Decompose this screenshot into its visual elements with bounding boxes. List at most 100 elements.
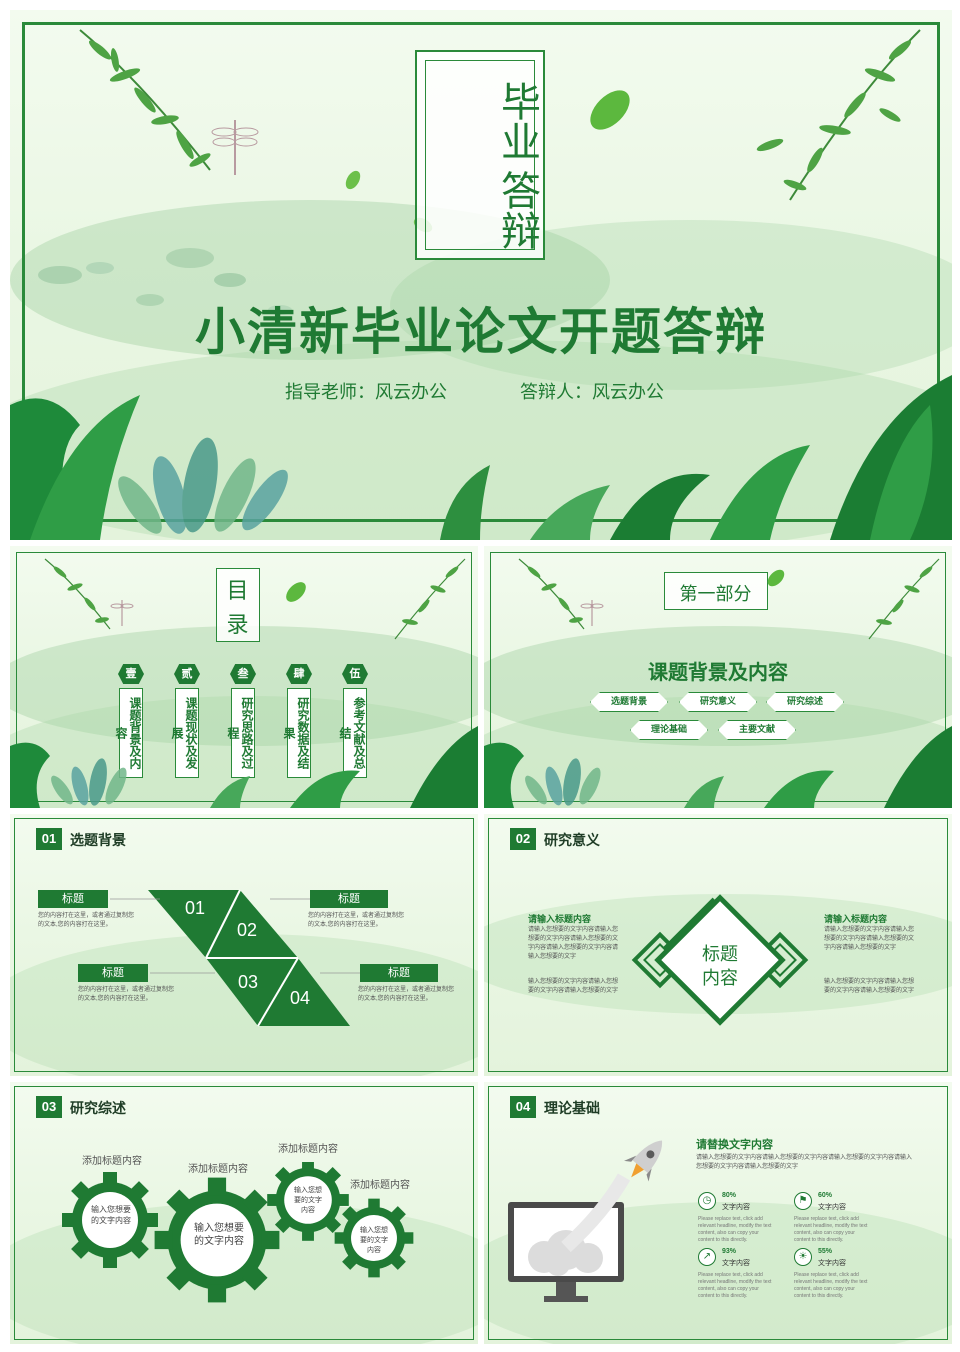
content-desc: 请输入您想要的文字内容请输入您想要的文字内容请输入您想要的文字内容请输入您想要的… [696,1155,913,1170]
text-3: 您的内容打在这里，或者通过复制您的文本,您的内容打在这里。 [78,987,175,1002]
shape-num-2: 02 [237,920,258,940]
pill-topic-background[interactable]: 选题背景 [590,692,668,712]
gear-text-4: 输入您想要的文字内容 [360,1227,388,1254]
part-label: 第一部分 [679,584,752,605]
part-title: 课题背景及内容 [648,662,788,684]
section-num: 03 [36,1096,62,1118]
stat-pct-3: 93% [722,1248,737,1255]
section-heading: 选题背景 [70,832,126,848]
tag-3: 标题 [78,964,148,982]
outer-frame [14,818,474,1072]
parallelogram-diagram [148,889,350,1027]
falling-leaf [345,170,361,190]
stat-label-4: 文字内容 [818,1260,846,1267]
toc-num-2: 贰 [174,664,200,684]
toc-num-4: 肆 [286,664,312,684]
toc-title-line1: 目 [226,579,249,604]
stat-pct-1: 80% [722,1192,737,1199]
gear-label-3: 添加标题内容 [278,1144,338,1155]
center-line1: 标题 [702,944,738,964]
willow-leaves-right [394,558,466,640]
topic-background-slide: 01 选题背景 01 02 03 04 标题 您的内容打在这里，或者通过复制您的… [10,814,478,1076]
text-1: 您的内容打在这里，或者通过复制您的文本,您的内容打在这里。 [38,913,135,928]
outer-frame [490,552,946,802]
dragonfly-icon [580,600,604,626]
gear-text-1: 输入您想要的文字内容 [91,1205,131,1225]
stat-note-4: Please replace text, click add relevant … [794,1272,868,1299]
stat-pct-4: 55% [818,1248,833,1255]
gear-label-4: 添加标题内容 [350,1180,410,1191]
toc-item-2[interactable]: 课题现状及发展 [170,688,199,778]
shape-num-3: 03 [238,972,259,992]
toc-item-3[interactable]: 研究思路及过程 [226,688,255,778]
dragonfly-icon [110,600,134,626]
stat-label-2: 文字内容 [818,1204,846,1211]
toc-num-5: 伍 [342,664,368,684]
main-title: 小清新毕业论文开题答辩 [195,304,767,360]
stat-note-3: Please replace text, click add relevant … [698,1272,772,1299]
outer-frame [16,552,472,802]
title-badge: 毕业 答辩 [415,50,545,260]
toc-num-3: 叁 [230,664,256,684]
toc-num-1: 壹 [118,664,144,684]
stat-icon-chart: ↗ [698,1248,716,1266]
willow-leaves-right [868,558,940,640]
defender-text: 答辩人：风云办公 [520,382,664,402]
left-title: 请输入标题内容 [528,914,592,924]
foliage-bottom [10,375,952,540]
cover-slide: 毕业 答辩 小清新毕业论文开题答辩 指导老师：风云办公 答辩人：风云办公 [10,10,952,540]
gear-text-2: 输入您想要的文字内容 [194,1223,244,1247]
pill-research-significance[interactable]: 研究意义 [679,692,757,712]
research-review-slide: 03 研究综述 添加标题内容 添加标题内容 添加标题内容 添加标题内容 输入您想… [10,1082,478,1344]
advisor-text: 指导老师：风云办公 [285,382,447,402]
research-significance-slide: 02 研究意义 请输入标题内容 请输入您想要的文字内容请输入您想要的文字内容请输… [484,814,952,1076]
section-num: 01 [36,828,62,850]
willow-leaves-right [756,29,921,201]
center-line2: 内容 [702,968,738,988]
stat-icon-clock: ◷ [698,1192,716,1210]
falling-leaf [286,582,306,602]
stat-pct-2: 60% [818,1192,833,1199]
toc-slide: 目 录 壹 课题背景及内容 贰 课题现状及发展 叁 研究思路及过程 肆 研究数据… [10,546,478,808]
shape-num-4: 04 [290,988,311,1008]
pill-theory-basis[interactable]: 理论基础 [630,720,708,740]
section-num: 02 [510,828,536,850]
right-text-2: 输入您想要的文字内容请输入您想要的文字内容请输入您想要的文字 [824,979,915,994]
text-4: 您的内容打在这里，或者通过复制您的文本,您的内容打在这里。 [358,987,455,1002]
foliage-bottom [10,726,478,808]
stat-note-2: Please replace text, click add relevant … [794,1216,868,1243]
text-2: 您的内容打在这里，或者通过复制您的文本,您的内容打在这里。 [308,913,405,928]
willow-leaves-left [79,29,211,171]
left-text-2: 输入您想要的文字内容请输入您想要的文字内容请输入您想要的文字 [528,979,619,994]
gear-label-2: 添加标题内容 [188,1164,248,1175]
badge-line1: 毕业 [494,81,540,161]
badge-line2: 答辩 [494,170,540,250]
pill-main-references[interactable]: 主要文献 [718,720,796,740]
gear-label-1: 添加标题内容 [82,1156,142,1167]
part-box: 第一部分 [664,572,768,610]
diamond-diagram [631,894,809,1026]
stat-icon-bulb: ☀ [794,1248,812,1266]
stat-icon-runner: ⚑ [794,1192,812,1210]
foliage-bottom [484,726,952,808]
outer-frame [488,818,948,1072]
willow-leaves-left [518,558,585,630]
stat-note-1: Please replace text, click add relevant … [698,1216,772,1243]
outer-frame [488,1086,948,1340]
toc-item-1[interactable]: 课题背景及内容 [114,688,143,778]
outer-frame [14,1086,474,1340]
content-title: 请替换文字内容 [696,1139,773,1151]
monitor-rocket-illustration [508,1140,663,1302]
lily-pads-decoration [38,248,292,315]
toc-item-4[interactable]: 研究数据及结果 [282,688,311,778]
theory-basis-slide: 04 理论基础 请替换文字内容 请输入您想要的文字内容请输入您想要的文字内容请输… [484,1082,952,1344]
pill-research-review[interactable]: 研究综述 [766,692,844,712]
section-num: 04 [510,1096,536,1118]
section-heading: 研究意义 [544,832,600,848]
tag-2: 标题 [310,890,388,908]
toc-item-5[interactable]: 参考文献及总结 [338,688,367,778]
tag-1: 标题 [38,890,108,908]
left-text-1: 请输入您想要的文字内容请输入您想要的文字内容请输入您想要的文字内容请输入您想要的… [528,927,619,960]
right-title: 请输入标题内容 [824,914,888,924]
gear-text-3: 输入您想要的文字内容 [294,1187,322,1214]
